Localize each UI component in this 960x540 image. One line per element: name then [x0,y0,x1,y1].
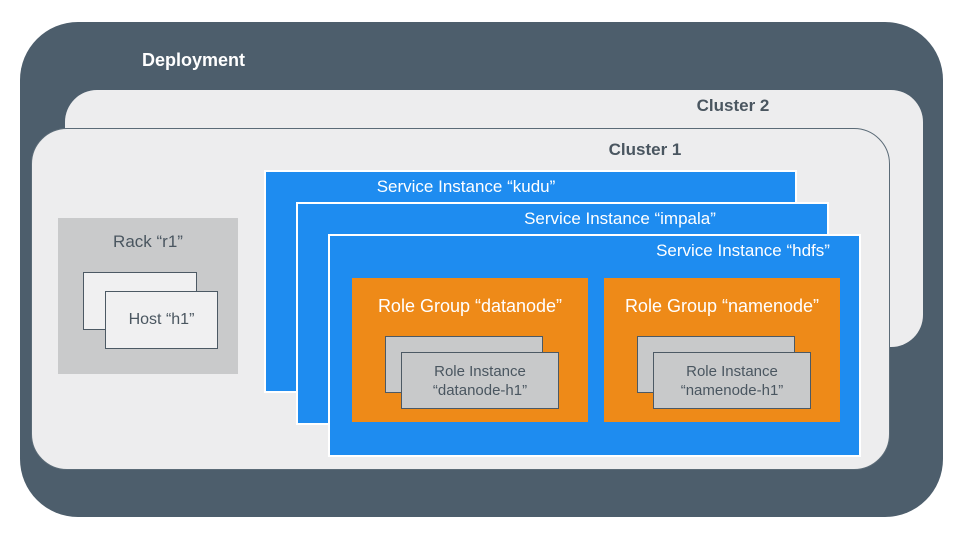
role-instance-label-namenode-line1: Role Instance [686,362,778,380]
service-label-kudu: Service Instance “kudu” [376,177,556,196]
service-label-hdfs: Service Instance “hdfs” [656,241,830,260]
role-instance-label-namenode-line2: “namenode-h1” [680,381,784,399]
role-group-label-namenode: Role Group “namenode” [624,296,820,316]
role-group-label-datanode: Role Group “datanode” [377,296,563,316]
role-instance-box-front-datanode: Role Instance “datanode-h1” [401,352,559,409]
cluster1-label: Cluster 1 [608,140,682,159]
role-instance-box-front-namenode: Role Instance “namenode-h1” [653,352,811,409]
rack-label: Rack “r1” [113,232,183,251]
cluster2-label: Cluster 2 [696,96,770,115]
deployment-label: Deployment [142,50,246,70]
host-box-front: Host “h1” [105,291,218,349]
role-instance-label-datanode-line2: “datanode-h1” [432,381,528,399]
role-instance-label-datanode-line1: Role Instance [434,362,526,380]
host-label: Host “h1” [128,311,195,328]
service-label-impala: Service Instance “impala” [524,209,716,228]
